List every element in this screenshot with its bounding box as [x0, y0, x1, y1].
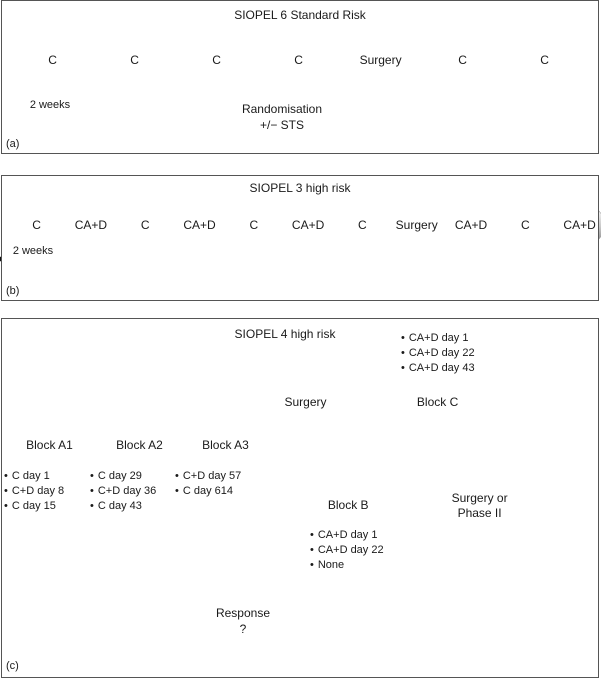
list-item: CA+D day 1 — [401, 331, 475, 346]
surgery-before-block-c-label: Surgery — [284, 394, 327, 409]
block-b-items: CA+D day 1 CA+D day 22 None — [310, 528, 384, 573]
response-label-line2: ? — [239, 622, 247, 636]
panel-b-step-6-label: CA+D — [291, 217, 325, 232]
list-item: C day 43 — [90, 499, 156, 514]
panel-a-title: SIOPEL 6 Standard Risk — [234, 8, 366, 22]
panel-a-note-line1: Randomisation — [241, 102, 323, 116]
panel-b-step-3-label: C — [140, 217, 150, 232]
panel-b-step-4-label: CA+D — [183, 217, 216, 232]
panel-a-label: (a) — [6, 138, 20, 150]
panel-a-step-3-label: C — [212, 53, 221, 67]
block-a3-items: C+D day 57 C day 614 — [175, 469, 241, 499]
panel-b-step-5-label: C — [249, 217, 259, 232]
panel-a-step-4-label: C — [294, 53, 303, 67]
panel-siopel-6: SIOPEL 6 Standard Risk 2 weeks Randomisa… — [1, 0, 599, 154]
panel-b-step-1-label: C — [32, 217, 41, 232]
block-c-label: Block C — [416, 394, 459, 409]
panel-a-step-1-label: C — [48, 53, 57, 67]
list-item: CA+D day 22 — [310, 543, 384, 558]
panel-c-label: (c) — [6, 660, 19, 672]
block-a1-items: C day 1 C+D day 8 C day 15 — [4, 469, 64, 514]
panel-b-duration: 2 weeks — [12, 245, 54, 257]
panel-b-step-10-label: C — [520, 217, 530, 232]
panel-b-step-9-label: CA+D — [454, 217, 488, 232]
panel-a-duration: 2 weeks — [29, 99, 71, 111]
panel-b-label: (b) — [6, 285, 20, 297]
list-item: C day 15 — [4, 499, 64, 514]
panel-a-step-7-label: C — [540, 53, 549, 67]
block-b-label: Block B — [327, 498, 369, 512]
list-item: C+D day 8 — [4, 484, 64, 499]
list-item: C day 29 — [90, 469, 156, 484]
list-item: None — [310, 558, 384, 573]
block-c-items: CA+D day 1 CA+D day 22 CA+D day 43 — [401, 331, 475, 376]
block-a1-label: Block A1 — [26, 438, 73, 452]
surgery-or-phase-ii-label: Phase II — [457, 505, 502, 520]
response-label-line1: Response — [215, 606, 271, 620]
panel-b-step-8-label: Surgery — [395, 217, 438, 232]
block-a2-label: Block A2 — [116, 438, 163, 452]
panel-a-step-6-label: C — [458, 53, 467, 67]
block-a3-label: Block A3 — [202, 438, 249, 452]
panel-b-title: SIOPEL 3 high risk — [249, 181, 351, 195]
list-item: C day 614 — [175, 484, 241, 499]
block-a2-items: C day 29 C+D day 36 C day 43 — [90, 469, 156, 514]
list-item: C+D day 57 — [175, 469, 241, 484]
panel-c-title: SIOPEL 4 high risk — [234, 327, 336, 341]
panel-siopel-3: SIOPEL 3 high risk 2 weeks (b) — [1, 175, 599, 301]
list-item: CA+D day 22 — [401, 346, 475, 361]
panel-b-step-2-label: CA+D — [74, 217, 108, 232]
panel-a-note-line2: +/− STS — [259, 118, 305, 132]
list-item: CA+D day 43 — [401, 361, 475, 376]
panel-b-step-7-label: C — [358, 217, 367, 232]
surgery-or-phase-ii-label: Surgery or — [451, 490, 508, 505]
panel-a-step-2-label: C — [130, 53, 139, 67]
list-item: C day 1 — [4, 469, 64, 484]
panel-b-step-11-label: CA+D — [563, 217, 596, 232]
list-item: CA+D day 1 — [310, 528, 384, 543]
panel-a-step-5-label: Surgery — [359, 53, 402, 67]
list-item: C+D day 36 — [90, 484, 156, 499]
